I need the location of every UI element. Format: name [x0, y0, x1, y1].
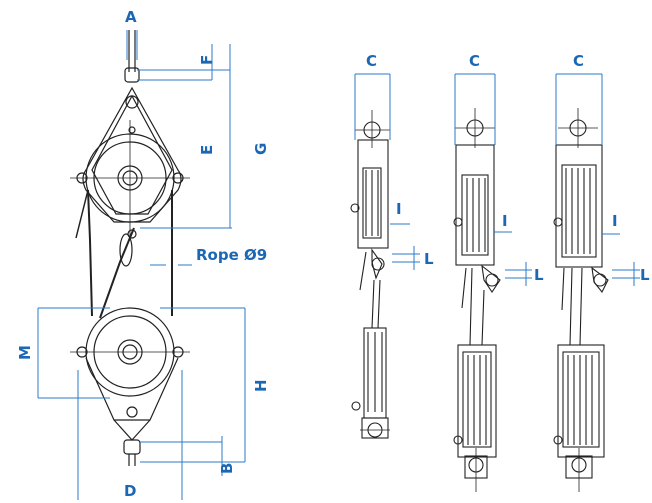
label-C-3: C [573, 52, 584, 70]
label-L-3: L [640, 266, 650, 284]
label-C-2: C [469, 52, 480, 70]
main-block-assembly [70, 30, 190, 466]
label-H: H [252, 379, 270, 392]
side-view-single [350, 110, 390, 439]
label-A: A [125, 8, 137, 26]
left-dimension-lines [37, 30, 246, 500]
side-view-double [453, 108, 501, 492]
label-D: D [124, 482, 136, 500]
label-rope: Rope Ø9 [196, 246, 267, 264]
label-I-1: I [396, 200, 402, 218]
label-L-1: L [424, 250, 434, 268]
right-dimension-lines [354, 73, 640, 286]
label-L-2: L [534, 266, 544, 284]
side-view-triple [553, 108, 609, 492]
label-E: E [198, 145, 216, 155]
label-M: M [16, 345, 34, 360]
label-C-1: C [366, 52, 377, 70]
label-I-2: I [502, 212, 508, 230]
label-I-3: I [612, 212, 618, 230]
label-G: G [252, 143, 270, 155]
label-B: B [218, 463, 236, 474]
label-F: F [198, 55, 216, 65]
